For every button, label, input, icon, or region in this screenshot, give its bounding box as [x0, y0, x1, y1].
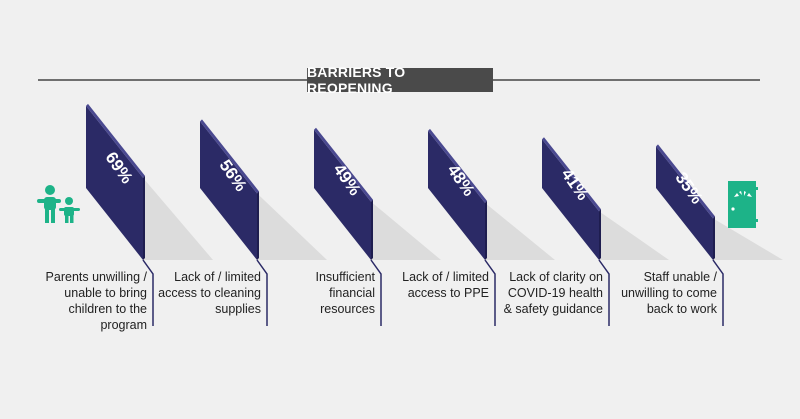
- bar-side-edge: [257, 191, 259, 260]
- bar: [86, 105, 143, 260]
- bar-top-edge: [314, 127, 373, 202]
- bar-side-edge: [599, 209, 601, 260]
- category-label-line: unable to bring: [64, 286, 147, 300]
- bar-side-edge: [371, 199, 373, 260]
- category-label-line: & safety guidance: [503, 302, 603, 316]
- category-label-line: access to PPE: [407, 286, 489, 300]
- bar-shadow: [485, 202, 555, 260]
- category-label: Staff unable / unwilling to come back to w…: [577, 269, 717, 317]
- category-label-line: COVID-19 health: [507, 286, 603, 300]
- category-label: Lack of clarity on COVID-19 health & safet…: [463, 269, 603, 317]
- bar-shadow: [143, 177, 213, 260]
- bar-top-edge: [86, 103, 145, 178]
- bar-side-edge: [143, 175, 145, 260]
- bar-shadow: [713, 218, 783, 260]
- category-label-line: back to work: [646, 302, 717, 316]
- category-label-line: access to cleaning: [158, 286, 261, 300]
- bar: [314, 129, 371, 260]
- category-label-line: resources: [320, 302, 375, 316]
- category-label-line: Parents unwilling /: [45, 270, 147, 284]
- category-label: Lack of / limited access to PPE: [349, 269, 489, 301]
- bar-top-edge: [542, 137, 601, 212]
- category-label-line: program: [100, 318, 147, 332]
- category-label-line: Lack of clarity on: [509, 270, 603, 284]
- leader-line: [598, 259, 610, 326]
- bar-shadow: [371, 201, 441, 260]
- parent-child-icon: [37, 185, 80, 223]
- bar-top-edge: [656, 144, 715, 219]
- bar-top-edge: [428, 128, 487, 203]
- bar: [542, 139, 599, 260]
- door-icon: [728, 181, 758, 228]
- leader-line: [370, 259, 382, 326]
- category-label-line: Lack of / limited: [402, 270, 489, 284]
- bar: [200, 121, 257, 260]
- leader-line: [142, 259, 154, 326]
- leader-line: [712, 259, 724, 326]
- category-label-line: financial: [329, 286, 375, 300]
- category-label: Parents unwilling / unable to bring childr…: [7, 269, 147, 333]
- category-label: Insufficient financial resources: [235, 269, 375, 317]
- bar-shadow: [257, 193, 327, 260]
- category-label-line: Staff unable /: [643, 270, 717, 284]
- category-label-line: supplies: [215, 302, 261, 316]
- bar: [656, 146, 713, 260]
- bar: [428, 130, 485, 260]
- leader-line: [256, 259, 268, 326]
- category-label: Lack of / limited access to cleaning suppl…: [121, 269, 261, 317]
- bar-shadow: [599, 211, 669, 260]
- category-label-line: Lack of / limited: [174, 270, 261, 284]
- chart-title: BARRIERS TO REOPENING: [307, 64, 493, 96]
- leader-line: [484, 259, 496, 326]
- category-label-line: unwilling to come: [621, 286, 717, 300]
- bar-top-edge: [200, 119, 259, 194]
- category-label-line: children to the: [68, 302, 147, 316]
- bar-side-edge: [485, 200, 487, 260]
- category-label-line: Insufficient: [315, 270, 375, 284]
- bar-side-edge: [713, 216, 715, 260]
